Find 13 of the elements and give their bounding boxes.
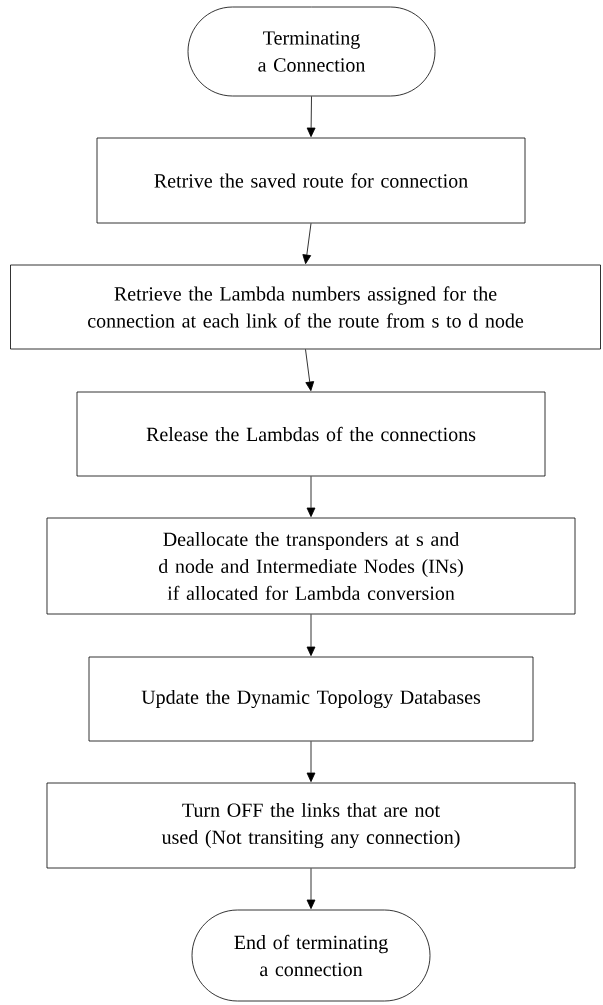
arrow bbox=[306, 614, 316, 657]
arrow bbox=[305, 349, 315, 392]
arrow bbox=[306, 741, 316, 783]
arrow bbox=[306, 868, 316, 910]
process-box: Retrive the saved route for connection bbox=[96, 137, 526, 224]
process-box: Release the Lambdas of the connections bbox=[76, 391, 546, 477]
process-box: Retrieve the Lambda numbers assigned for the connection at each link of the route from s to d node bbox=[10, 264, 601, 350]
process-box: Turn OFF the links that are not used (Not transiting any connection) bbox=[46, 782, 576, 869]
arrow bbox=[302, 223, 312, 265]
arrow bbox=[306, 96, 316, 138]
process-box: Deallocate the transponders at s and d node and Intermediate Nodes (INs) if allocated for Lambda conversion bbox=[46, 517, 576, 615]
process-box: Update the Dynamic Topology Databases bbox=[88, 656, 534, 742]
arrow bbox=[306, 476, 316, 518]
